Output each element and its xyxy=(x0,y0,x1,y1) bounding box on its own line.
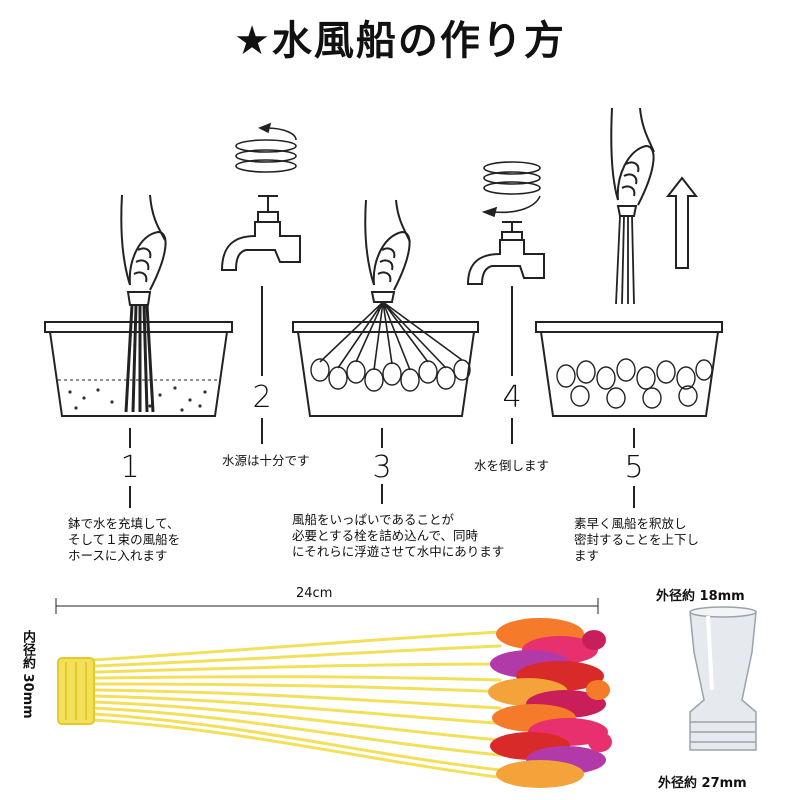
step-2-rotation-coil xyxy=(235,122,297,173)
page-title: ★水風船の作り方 xyxy=(234,18,566,64)
step-3-number: 3 xyxy=(372,450,392,485)
step-3-caption: 風船をいっぱいであることが 必要とする栓を詰め込んで、同時 にそれらに浮遊させて… xyxy=(292,512,505,559)
step-2-caption: 水源は十分です xyxy=(222,453,310,468)
step-5-hand-lifting xyxy=(610,107,655,305)
balloons xyxy=(488,618,612,788)
step-5-basin xyxy=(535,321,723,417)
yellow-connector xyxy=(57,657,95,725)
length-label: 24cm xyxy=(296,586,333,601)
step-1-water-dots xyxy=(68,386,207,412)
step-connectors xyxy=(129,286,635,508)
step-1-number: 1 xyxy=(120,450,140,485)
hose-adapter xyxy=(689,606,757,751)
step-5-number: 5 xyxy=(624,450,644,485)
step-2-number: 2 xyxy=(252,380,272,415)
step-1-hand-with-bunch xyxy=(120,194,167,413)
outer-diameter-bottom-label: 外径約 27mm xyxy=(658,776,747,791)
step-4-number: 4 xyxy=(502,380,522,415)
step-4-caption: 水を倒します xyxy=(474,458,550,473)
step-3-hand-with-tubes xyxy=(319,199,463,371)
step-5-caption: 素早く風船を釈放し 密封することを上下し ます xyxy=(574,516,700,563)
outer-diameter-top-label: 外径約 18mm xyxy=(656,589,745,604)
length-dimension-line xyxy=(55,598,599,614)
step-5-sealed-balloons xyxy=(556,358,713,409)
step-3-basin xyxy=(292,321,479,417)
step-2-faucet xyxy=(220,195,301,271)
step-4-rotation-coil xyxy=(481,161,541,218)
step-1-caption: 鉢で水を充填して、 そして１束の風船を ホースに入れます xyxy=(68,516,181,563)
inner-diameter-label: 内径約 30mm xyxy=(20,630,35,719)
arrow-up-icon xyxy=(665,176,699,269)
yellow-tubes xyxy=(92,630,522,782)
step-4-faucet xyxy=(466,221,545,285)
step-3-balloons xyxy=(310,358,471,392)
product-balloon-bunch xyxy=(57,618,612,788)
